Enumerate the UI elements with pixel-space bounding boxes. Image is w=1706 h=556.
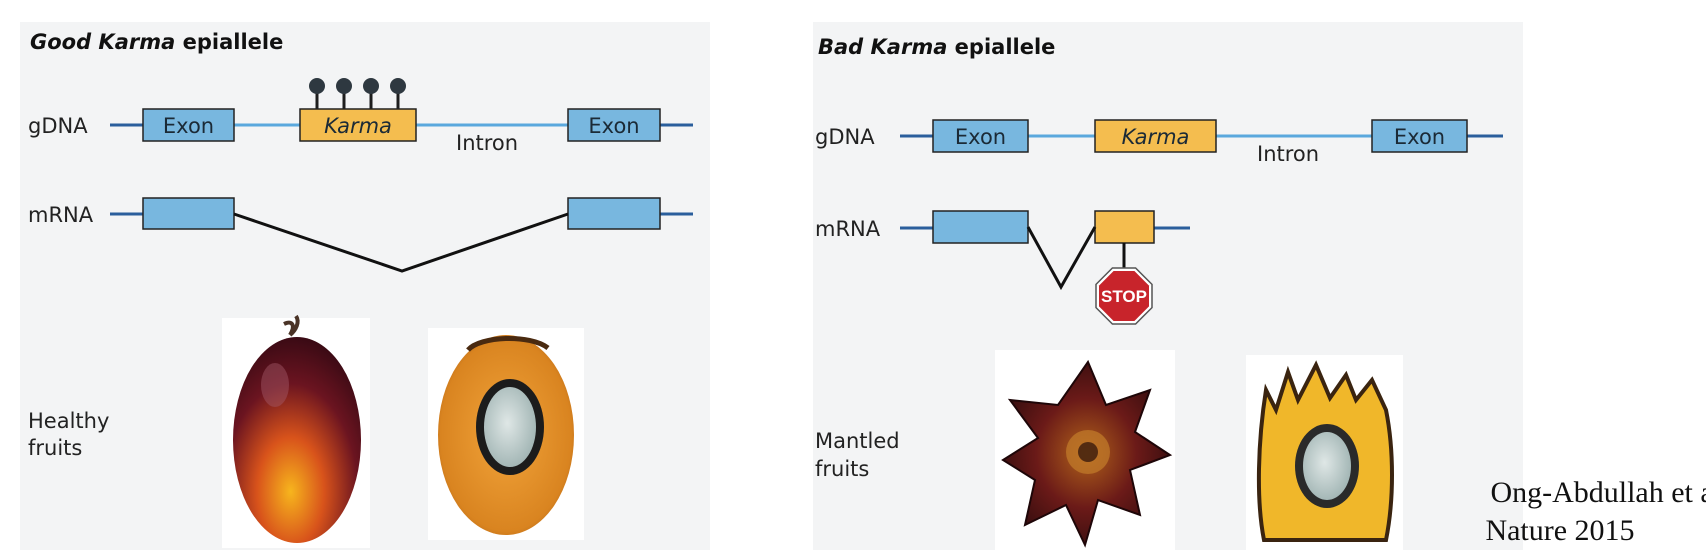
citation-line1: Ong-Abdullah et al. [1490, 476, 1706, 509]
bad-karma-panel: Bad Karma epiallele gDNA Exon Karma Exon… [813, 22, 1523, 550]
svg-text:Karma: Karma [1122, 125, 1190, 149]
svg-text:Exon: Exon [1394, 125, 1445, 149]
fruit-label-line2: fruits [815, 457, 869, 481]
fruit-label-line1: Healthy [28, 409, 109, 433]
gdna-label: gDNA [28, 114, 88, 138]
mantled-fruit-cut-image [1246, 355, 1403, 550]
mrna-exon-1 [932, 210, 1029, 244]
exon-box-1: Exon [142, 108, 235, 142]
svg-text:Exon: Exon [588, 114, 639, 138]
methyl-mark-icon [363, 78, 379, 94]
good-karma-panel: Good Karma epiallele gDNA Exon Karma [20, 22, 710, 550]
karma-box: Karma [1094, 119, 1217, 153]
mrna-label: mRNA [815, 217, 881, 241]
methyl-mark-icon [390, 78, 406, 94]
fruit-label-line2: fruits [28, 436, 82, 460]
intron-label: Intron [456, 131, 518, 155]
svg-text:Karma: Karma [324, 114, 392, 138]
mrna-exon-2 [567, 197, 661, 230]
fruit-label-line1: Mantled [815, 429, 900, 453]
methyl-mark-icon [309, 78, 325, 94]
mrna-exon-1 [142, 197, 235, 230]
mantled-fruit-whole-image [995, 350, 1175, 550]
stop-sign-icon: STOP [1095, 267, 1153, 325]
splice-junction [1026, 226, 1097, 291]
karma-box: Karma [299, 108, 417, 142]
mrna-label: mRNA [28, 203, 94, 227]
svg-text:Exon: Exon [163, 114, 214, 138]
exon-box-1: Exon [932, 119, 1029, 153]
methyl-mark-icon [336, 78, 352, 94]
svg-text:Exon: Exon [955, 125, 1006, 149]
panel-title: Good Karma epiallele [30, 30, 283, 54]
splice-junction [233, 212, 569, 273]
methylation-marks [309, 78, 406, 109]
exon-box-2: Exon [567, 108, 661, 142]
citation-line2: Nature 2015 [1485, 514, 1634, 547]
panel-title: Bad Karma epiallele [818, 35, 1055, 59]
intron-label: Intron [1257, 142, 1319, 166]
mrna-karma-exon [1094, 210, 1155, 244]
exon-box-2: Exon [1371, 119, 1468, 153]
healthy-fruit-whole-image [222, 314, 370, 548]
svg-text:STOP: STOP [1101, 287, 1147, 306]
gdna-label: gDNA [815, 125, 875, 149]
healthy-fruit-cut-image [428, 328, 584, 540]
